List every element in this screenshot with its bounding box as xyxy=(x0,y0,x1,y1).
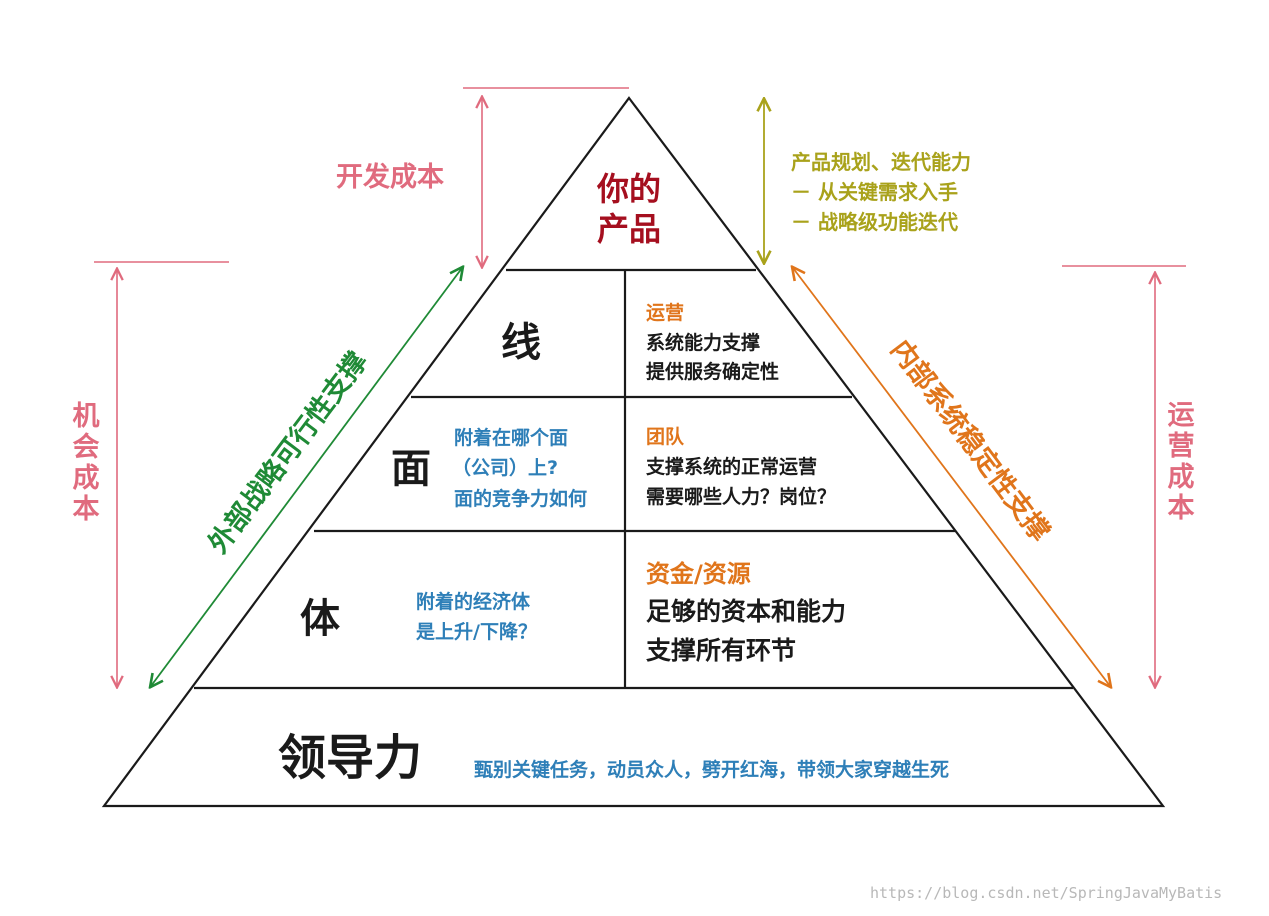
tier-ti-line2: 支撑所有环节 xyxy=(646,636,796,665)
tier-mian-line1: 支撑系统的正常运营 xyxy=(645,455,817,478)
product-planning-line2: － 从关键需求入手 xyxy=(791,180,958,204)
leadership-description: 甄别关键任务，动员众人，劈开红海，带领大家穿越生死 xyxy=(474,758,949,781)
tier-mian-question3: 面的竞争力如何 xyxy=(454,487,587,510)
internal-support-label: 内部系统稳定性支撑 xyxy=(884,334,1056,547)
tier-ti-question2: 是上升/下降？ xyxy=(416,620,537,643)
product-title-line1: 你的 xyxy=(596,170,661,208)
operation-cost-char-2: 营 xyxy=(1168,431,1195,462)
product-planning-line3: － 战略级功能迭代 xyxy=(791,210,958,234)
tier-ti-line1: 足够的资本和能力 xyxy=(646,597,846,626)
watermark-url: https://blog.csdn.net/SpringJavaMyBatis xyxy=(870,884,1223,902)
tier-mian-question1: 附着在哪个面 xyxy=(454,426,568,449)
external-support-label: 外部战略可行性支撑 xyxy=(202,346,374,559)
operation-cost-char-1: 运 xyxy=(1168,400,1195,431)
external-support-arrow xyxy=(151,268,462,686)
tier-ti-label: 体 xyxy=(300,596,340,642)
leadership-label: 领导力 xyxy=(278,730,422,786)
opportunity-cost-char-2: 会 xyxy=(73,432,100,463)
tier-mian-label: 面 xyxy=(391,446,431,492)
internal-support-arrow xyxy=(793,268,1110,686)
tier-ti-title: 资金/资源 xyxy=(646,560,751,588)
dev-cost-label: 开发成本 xyxy=(336,161,444,193)
opportunity-cost-char-3: 成 xyxy=(73,463,100,494)
tier-xian-title: 运营 xyxy=(646,301,684,324)
product-planning-line1: 产品规划、迭代能力 xyxy=(791,150,971,174)
tier-xian-label: 线 xyxy=(501,320,541,366)
operation-cost-char-4: 本 xyxy=(1168,493,1195,524)
tier-ti-question1: 附着的经济体 xyxy=(416,590,531,613)
dev-cost-marker xyxy=(463,87,629,266)
tier-mian-question2: （公司）上? xyxy=(452,456,558,479)
operation-cost-char-3: 成 xyxy=(1168,462,1195,493)
opportunity-cost-marker xyxy=(94,261,229,686)
opportunity-cost-label: 机 会 成 本 xyxy=(73,401,100,525)
operation-cost-label: 运 营 成 本 xyxy=(1168,400,1195,524)
tier-mian-title: 团队 xyxy=(646,425,685,448)
opportunity-cost-char-4: 本 xyxy=(73,494,100,525)
tier-xian-line2: 提供服务确定性 xyxy=(646,360,779,383)
tier-xian-line1: 系统能力支撑 xyxy=(646,331,760,354)
opportunity-cost-char-1: 机 xyxy=(73,401,100,432)
tier-mian-line2: 需要哪些人力？岗位？ xyxy=(646,485,836,508)
product-title-line2: 产品 xyxy=(597,210,661,248)
